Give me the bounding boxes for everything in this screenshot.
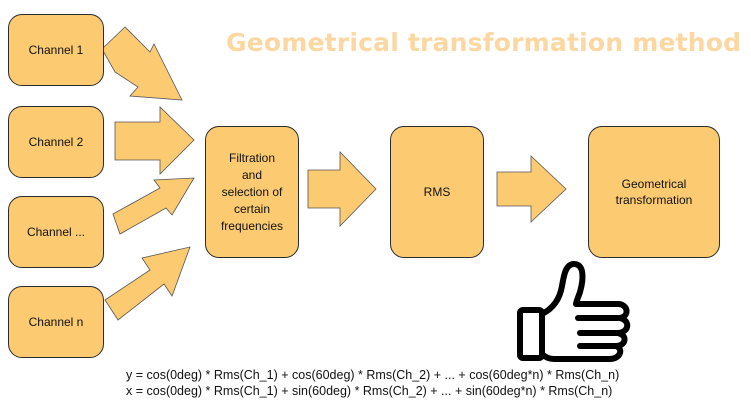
geometrical-transformation-box: Geometrical transformation bbox=[588, 126, 720, 258]
filtration-line-5: frequencies bbox=[220, 218, 284, 233]
filtration-box: Filtration and selection of certain freq… bbox=[205, 126, 299, 258]
geometrical-line-2: transformation bbox=[615, 193, 693, 207]
channel-n-box: Channel n bbox=[8, 286, 104, 358]
filtration-line-4: certain bbox=[233, 201, 270, 216]
geometrical-text: Geometrical transformation bbox=[616, 176, 693, 208]
rms-box: RMS bbox=[390, 126, 484, 258]
channel-1-box: Channel 1 bbox=[8, 14, 104, 86]
arrow-rms-to-geometrical bbox=[496, 155, 567, 223]
channel-ellipsis-box: Channel ... bbox=[8, 196, 104, 268]
channel-ellipsis-label: Channel ... bbox=[26, 225, 86, 239]
formula-x: x = cos(0deg) * Rms(Ch_1) + sin(60deg) *… bbox=[126, 384, 613, 398]
geometrical-line-1: Geometrical bbox=[621, 177, 687, 191]
diagram-title: Geometrical transformation method bbox=[226, 28, 742, 57]
thumbs-up-icon bbox=[517, 261, 631, 362]
channel-1-label: Channel 1 bbox=[28, 43, 84, 57]
formula-y: y = cos(0deg) * Rms(Ch_1) + cos(60deg) *… bbox=[126, 368, 620, 382]
arrow-channel-2-to-filtration bbox=[114, 106, 195, 175]
arrow-channel-1-to-filtration bbox=[101, 26, 183, 101]
rms-label: RMS bbox=[423, 185, 451, 199]
filtration-text: Filtration and selection of certain freq… bbox=[221, 150, 283, 235]
filtration-line-3: selection of bbox=[221, 184, 283, 199]
filtration-line-2: and bbox=[241, 167, 262, 182]
arrow-channel-n-to-filtration bbox=[104, 246, 191, 321]
channel-2-box: Channel 2 bbox=[8, 106, 104, 178]
arrow-channel-3-to-filtration bbox=[112, 177, 195, 235]
channel-2-label: Channel 2 bbox=[28, 135, 84, 149]
channel-n-label: Channel n bbox=[28, 315, 84, 329]
arrow-filtration-to-rms bbox=[307, 151, 377, 227]
filtration-line-1: Filtration bbox=[228, 150, 275, 165]
